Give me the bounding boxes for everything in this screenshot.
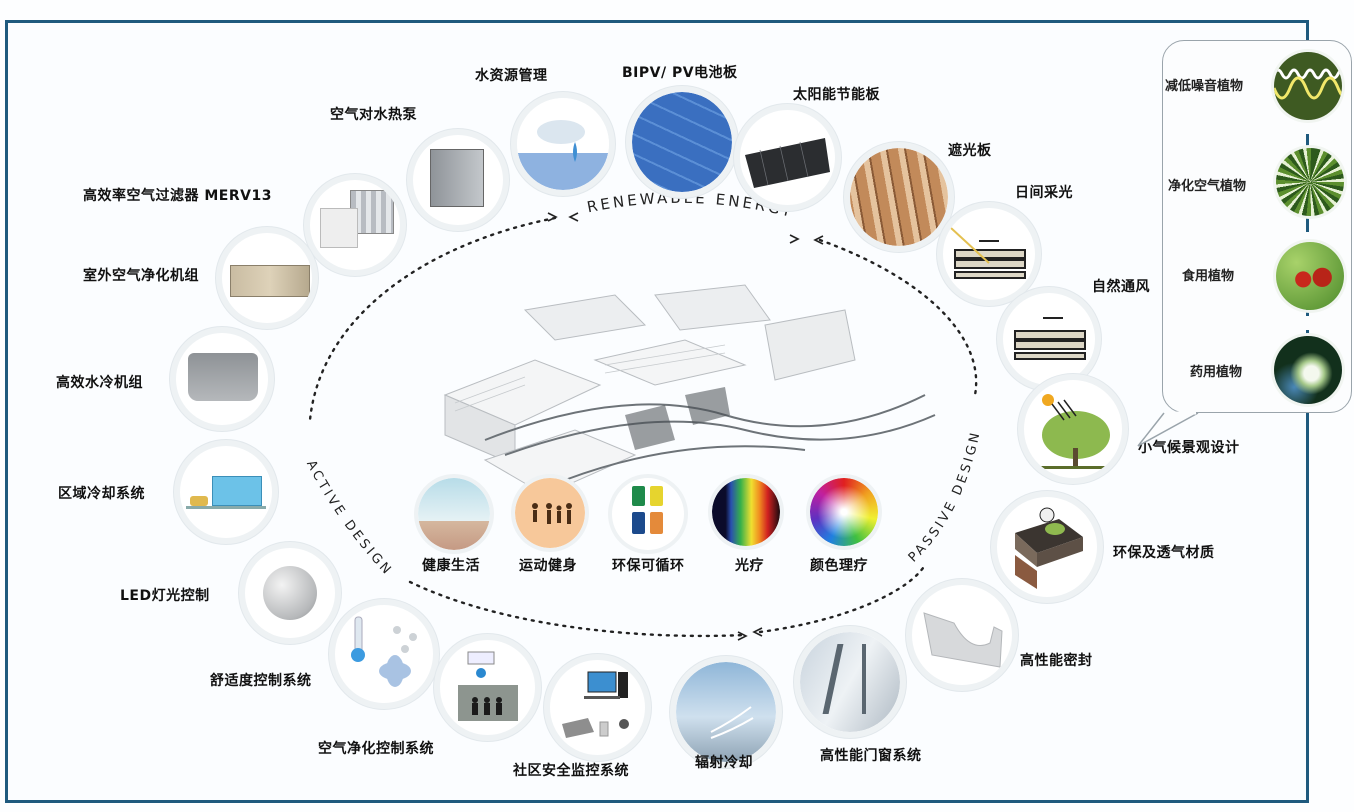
district-cooling-node[interactable] <box>180 446 272 538</box>
herb-plant-label: 药用植物 <box>1190 365 1243 380</box>
comfort-control-node[interactable] <box>335 605 433 703</box>
rain-cloud-icon <box>517 98 609 190</box>
green-roof-layers-icon <box>1015 507 1083 589</box>
radiant-cooling-node[interactable] <box>676 662 776 762</box>
radiant-cooling-icon <box>676 662 776 762</box>
window-frame-icon <box>800 632 900 732</box>
walking-figures-icon <box>532 503 572 524</box>
airflow-icon <box>710 706 754 739</box>
tomato-plant-icon <box>1276 242 1344 310</box>
light-therapy-node[interactable] <box>712 478 780 546</box>
healthy-living-node[interactable] <box>418 478 490 550</box>
radiant-cooling-label: 辐射冷却 <box>695 755 753 771</box>
light-louver-label: 遮光板 <box>948 143 992 159</box>
led-bulb-icon <box>263 566 317 620</box>
natural-vent-label: 自然通风 <box>1092 279 1150 295</box>
color-therapy-label: 颜色理疗 <box>810 558 868 574</box>
noise-plant-node[interactable] <box>1274 52 1342 120</box>
sound-wave-plant-icon <box>1274 52 1342 120</box>
recycling-node[interactable] <box>612 478 684 550</box>
air-plant-node[interactable] <box>1276 148 1344 216</box>
high-perf-seal-label: 高性能密封 <box>1020 653 1093 669</box>
security-computer-icon <box>562 671 629 738</box>
chiller-icon <box>188 353 258 401</box>
air-plant-label: 净化空气植物 <box>1168 179 1247 194</box>
daylight-section-icon <box>950 227 1026 279</box>
healthy-living-icon <box>418 478 490 550</box>
spider-plant-icon <box>1276 148 1344 216</box>
callout-tail <box>1137 411 1199 447</box>
cloud-drop-icon <box>537 120 585 162</box>
ventilation-section-icon <box>1014 317 1086 360</box>
louver-icon <box>850 148 948 246</box>
high-perf-seal-node[interactable] <box>912 585 1012 685</box>
building-illustration <box>443 284 936 496</box>
noise-plant-label: 减低噪音植物 <box>1165 79 1244 94</box>
filter-pad-icon <box>320 208 358 248</box>
microclimate-node[interactable] <box>1024 380 1122 478</box>
solar-collector-icon <box>745 138 830 188</box>
thermostat-fan-icon <box>351 616 417 687</box>
pump-icon <box>190 496 208 506</box>
led-control-node[interactable] <box>245 548 335 638</box>
solar-panel-node[interactable] <box>740 110 835 205</box>
rainwater-label: 水资源管理 <box>475 68 548 84</box>
recycling-label: 环保可循环 <box>612 558 685 574</box>
daylight-label: 日间采光 <box>1015 185 1073 201</box>
purifier-room-icon <box>458 651 518 721</box>
light-therapy-label: 光疗 <box>735 558 764 574</box>
air-purify-control-label: 空气净化控制系统 <box>318 741 434 757</box>
heat-pump-icon <box>430 149 484 207</box>
color-wheel-icon <box>810 478 878 546</box>
solar-panel-label: 太阳能节能板 <box>793 87 880 103</box>
high-perf-window-node[interactable] <box>800 632 900 732</box>
recycle-bins-icon <box>632 486 663 534</box>
comfort-control-label: 舒适度控制系统 <box>210 673 312 689</box>
tree-sun-icon <box>1038 394 1110 469</box>
fresh-air-unit-label: 室外空气净化机组 <box>83 268 199 284</box>
air-water-pump-node[interactable] <box>413 135 503 225</box>
pipe-base-icon <box>186 506 266 509</box>
light-spectrum-icon <box>712 478 780 546</box>
air-handling-unit-icon <box>230 265 310 297</box>
air-purify-control-node[interactable] <box>440 640 535 735</box>
air-water-pump-label: 空气对水热泵 <box>330 107 417 123</box>
led-control-label: LED灯光控制 <box>120 588 210 604</box>
healthy-living-label: 健康生活 <box>422 558 480 574</box>
chiller-node[interactable] <box>176 333 268 425</box>
pv-panel-icon <box>632 92 732 192</box>
window-profile-icon <box>862 644 866 714</box>
high-perf-window-label: 高性能门窗系统 <box>820 748 922 764</box>
bipv-label: BIPV/ PV电池板 <box>622 65 738 81</box>
seal-strip-icon <box>923 612 1003 668</box>
merv-filter-label: 高效率空气过滤器 MERV13 <box>83 188 272 204</box>
cooling-tank-icon <box>212 476 262 506</box>
plant-connector-line <box>1306 22 1309 422</box>
eco-material-label: 环保及透气材质 <box>1113 545 1215 561</box>
daylight-node[interactable] <box>943 208 1035 300</box>
merv-filter-node[interactable] <box>310 180 400 270</box>
rainwater-node[interactable] <box>517 98 609 190</box>
herb-flower-icon <box>1274 336 1342 404</box>
light-louver-node[interactable] <box>850 148 948 246</box>
natural-vent-node[interactable] <box>1003 293 1095 385</box>
color-therapy-node[interactable] <box>810 478 878 546</box>
chiller-label: 高效水冷机组 <box>56 375 143 391</box>
bipv-node[interactable] <box>632 92 732 192</box>
edible-plant-node[interactable] <box>1276 242 1344 310</box>
eco-material-node[interactable] <box>997 497 1097 597</box>
fresh-air-unit-node[interactable] <box>222 233 312 323</box>
microclimate-label: 小气候景观设计 <box>1138 440 1240 456</box>
herb-plant-node[interactable] <box>1274 336 1342 404</box>
edible-plant-label: 食用植物 <box>1182 269 1235 284</box>
district-cooling-label: 区域冷却系统 <box>58 486 145 502</box>
exercise-node[interactable] <box>515 478 585 548</box>
security-monitor-label: 社区安全监控系统 <box>513 763 629 779</box>
exercise-label: 运动健身 <box>519 558 577 574</box>
security-monitor-node[interactable] <box>550 660 645 755</box>
